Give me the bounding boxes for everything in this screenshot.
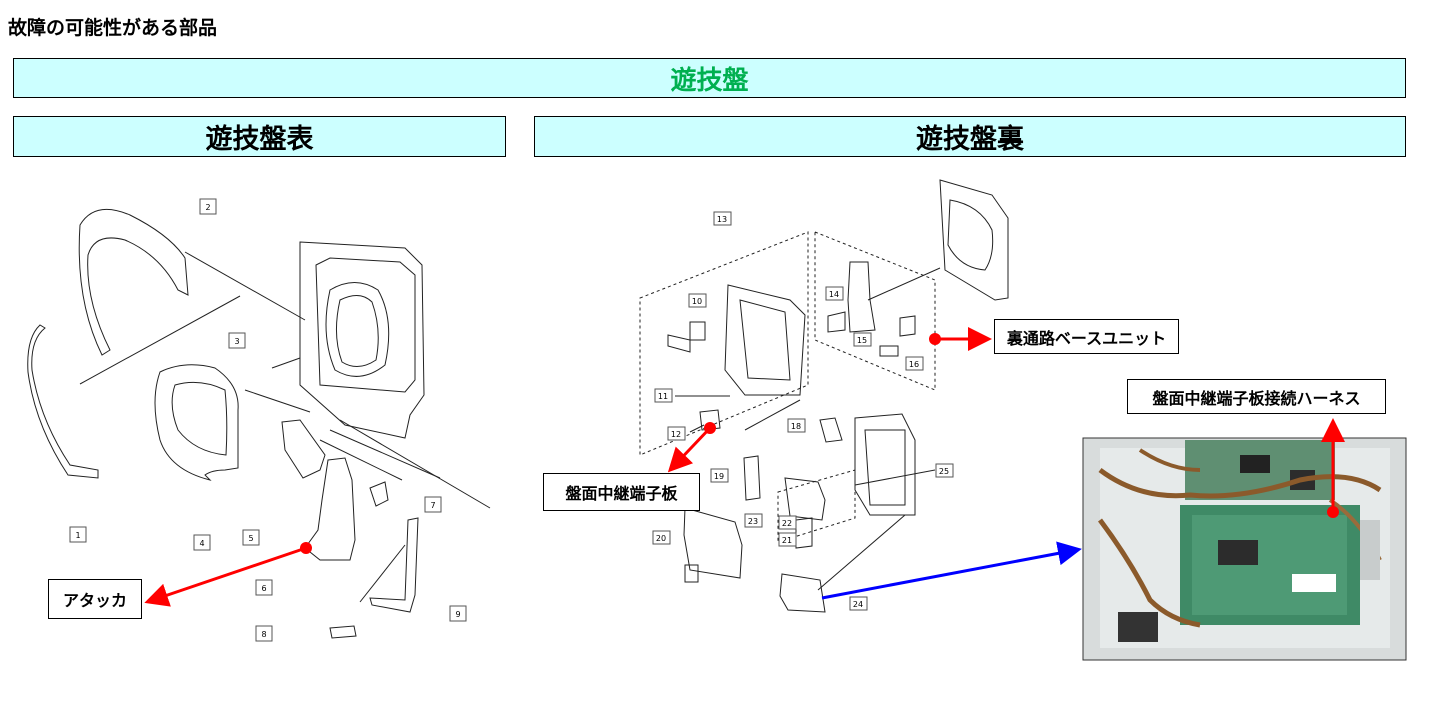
svg-text:4: 4 (199, 539, 204, 548)
back-panel-drawing (639, 179, 1009, 613)
relay-board-arrow (667, 426, 712, 473)
part-tag-20: 20 (652, 530, 671, 545)
part-24-unit (779, 573, 826, 613)
part-tag-10: 10 (688, 293, 707, 308)
svg-text:18: 18 (791, 422, 801, 431)
attacker-arrow (144, 546, 307, 607)
svg-text:11: 11 (658, 392, 668, 401)
part-tag-6: 6 (255, 579, 273, 596)
svg-text:15: 15 (857, 336, 867, 345)
svg-text:13: 13 (717, 215, 727, 224)
svg-text:2: 2 (205, 203, 210, 212)
part-number-tags: 1 2 3 4 5 6 7 8 9 10 11 12 13 14 15 16 1… (69, 198, 954, 642)
part-12-relay-board (699, 409, 721, 431)
part-tag-12: 12 (667, 426, 686, 441)
part-tag-23: 23 (744, 513, 763, 528)
part-4-inner-ring (154, 364, 239, 481)
svg-text:22: 22 (782, 519, 792, 528)
part-9-rail (369, 517, 419, 613)
svg-text:20: 20 (656, 534, 666, 543)
front-panel-drawing (27, 208, 491, 639)
part-tag-21: 21 (778, 532, 797, 547)
part-tag-5: 5 (242, 529, 260, 546)
svg-text:19: 19 (714, 472, 724, 481)
part-tag-11: 11 (654, 388, 673, 403)
part-tag-9: 9 (449, 605, 467, 622)
part-20-board (683, 507, 743, 579)
front-panel-banner: 遊技盤表 (13, 116, 506, 157)
svg-text:8: 8 (261, 630, 266, 639)
back-frame-top (939, 179, 1009, 301)
svg-text:1: 1 (75, 531, 80, 540)
svg-text:7: 7 (430, 501, 435, 510)
svg-text:5: 5 (248, 534, 253, 543)
page-title: 故障の可能性がある部品 (8, 17, 218, 39)
part-tag-1: 1 (69, 526, 87, 543)
part-25-board (854, 413, 916, 516)
main-banner: 遊技盤 (13, 58, 1406, 98)
part-tag-24: 24 (849, 596, 868, 611)
callout-panel-relay-board: 盤面中継端子板 (543, 473, 700, 511)
exploded-box-21-23 (777, 469, 856, 543)
pointer-arrows (144, 327, 1345, 607)
callout-back-passage-base-unit: 裏通路ベースユニット (994, 319, 1179, 354)
callout-attacker: アタッカ (48, 579, 142, 619)
svg-text:10: 10 (692, 297, 702, 306)
part-tag-2: 2 (199, 198, 217, 215)
svg-text:12: 12 (671, 430, 681, 439)
back-panel-banner: 遊技盤裏 (534, 116, 1406, 157)
part-5-guide (281, 419, 326, 479)
part-13-frame (724, 284, 806, 396)
part-tag-16: 16 (905, 356, 924, 371)
part-2-outer-arc (78, 208, 189, 356)
part-tag-22: 22 (778, 515, 797, 530)
main-frame (299, 241, 425, 439)
part-1-thin-arc (27, 324, 99, 479)
exploded-box-14-16 (814, 231, 936, 391)
svg-text:24: 24 (853, 600, 863, 609)
svg-text:25: 25 (939, 467, 949, 476)
part-tag-3: 3 (228, 332, 246, 349)
svg-text:23: 23 (748, 517, 758, 526)
part-tag-14: 14 (825, 286, 844, 301)
svg-text:6: 6 (261, 584, 266, 593)
part-tag-25: 25 (935, 463, 954, 478)
part-8-plate (329, 625, 357, 639)
part-tag-4: 4 (193, 534, 211, 551)
part-7-bracket (369, 481, 389, 507)
part-tag-8: 8 (255, 625, 273, 642)
part-tag-7: 7 (424, 496, 442, 513)
part-tag-13: 13 (713, 211, 732, 226)
svg-text:14: 14 (829, 290, 839, 299)
part-6-attacker (304, 457, 356, 561)
svg-text:16: 16 (909, 360, 919, 369)
svg-text:9: 9 (455, 610, 460, 619)
part-tag-15: 15 (853, 332, 872, 347)
unit-to-photo-arrow (821, 541, 1082, 600)
svg-text:21: 21 (782, 536, 792, 545)
part-tag-19: 19 (710, 468, 729, 483)
back-board-photo (1082, 437, 1407, 661)
svg-text:3: 3 (234, 337, 239, 346)
part-tag-18: 18 (787, 418, 806, 433)
exploded-box-13 (639, 231, 809, 456)
callout-relay-harness: 盤面中継端子板接続ハーネス (1127, 379, 1386, 414)
